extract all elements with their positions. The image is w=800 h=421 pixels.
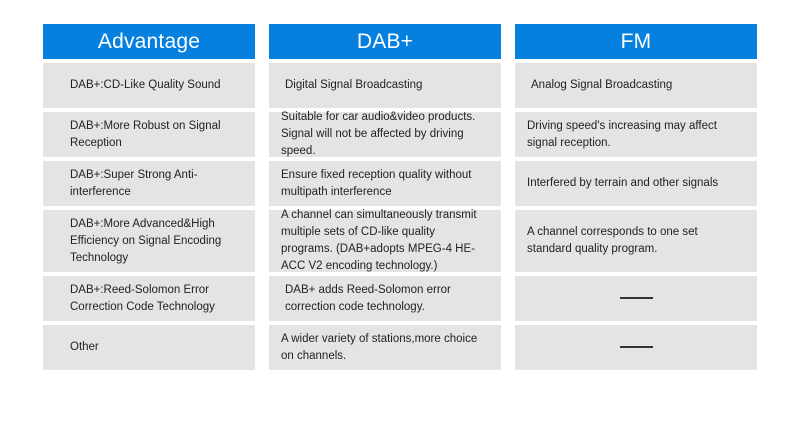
cell-text: Ensure fixed reception quality without m… [281,168,472,198]
table-cell: Suitable for car audio&video products. S… [269,111,501,157]
cell-text: A wider variety of stations,more choice … [281,332,478,362]
cell-text: DAB+:CD-Like Quality Sound [70,79,221,91]
table-cell-empty [515,276,757,321]
table-cell: A channel can simultaneously transmit mu… [269,209,501,272]
cell-text: Suitable for car audio&video products. S… [281,111,476,157]
cell-text: Analog Signal Broadcasting [531,79,673,91]
em-dash-placeholder-icon [619,296,653,299]
table-cell: A wider variety of stations,more choice … [269,325,501,370]
cell-text: DAB+:Super Strong Anti-interference [70,168,198,198]
table-cell: DAB+ adds Reed-Solomon error correction … [269,276,501,321]
cell-text: DAB+:More Advanced&High Efficiency on Si… [70,217,222,264]
cell-text [527,290,745,307]
table-cell: Driving speed's increasing may affect si… [515,112,757,157]
cell-text [527,339,745,356]
cell-text: DAB+:More Robust on Signal Reception [70,119,221,149]
cell-text: DAB+:Reed-Solomon Error Correction Code … [70,283,215,313]
cell-text: Interfered by terrain and other signals [527,177,719,189]
table-cell-empty [515,325,757,370]
column-advantage: Advantage DAB+:CD-Like Quality Sound DAB… [43,24,255,370]
table-cell: Digital Signal Broadcasting [269,63,501,108]
table-cell: DAB+:CD-Like Quality Sound [43,63,255,108]
table-cell: Interfered by terrain and other signals [515,161,757,206]
column-header-dabplus: DAB+ [269,24,501,59]
cell-text: DAB+ adds Reed-Solomon error correction … [285,283,451,313]
column-header-advantage: Advantage [43,24,255,59]
cell-text: Other [70,341,99,353]
table-cell: Ensure fixed reception quality without m… [269,161,501,206]
cell-text: A channel can simultaneously transmit mu… [281,209,477,272]
cell-text: Driving speed's increasing may affect si… [527,119,717,149]
table-cell: DAB+:Reed-Solomon Error Correction Code … [43,276,255,321]
table-cell: DAB+:Super Strong Anti-interference [43,161,255,206]
table-cell: DAB+:More Robust on Signal Reception [43,112,255,157]
table-cell: A channel corresponds to one set standar… [515,210,757,272]
table-cell: Other [43,325,255,370]
column-header-fm: FM [515,24,757,59]
em-dash-placeholder-icon [619,345,653,348]
cell-text: Digital Signal Broadcasting [285,79,423,91]
comparison-table: Advantage DAB+:CD-Like Quality Sound DAB… [43,24,775,370]
cell-text: A channel corresponds to one set standar… [527,226,698,255]
table-cell: Analog Signal Broadcasting [515,63,757,108]
column-dabplus: DAB+ Digital Signal Broadcasting Suitabl… [269,24,501,370]
table-cell: DAB+:More Advanced&High Efficiency on Si… [43,210,255,272]
column-fm: FM Analog Signal Broadcasting Driving sp… [515,24,757,370]
